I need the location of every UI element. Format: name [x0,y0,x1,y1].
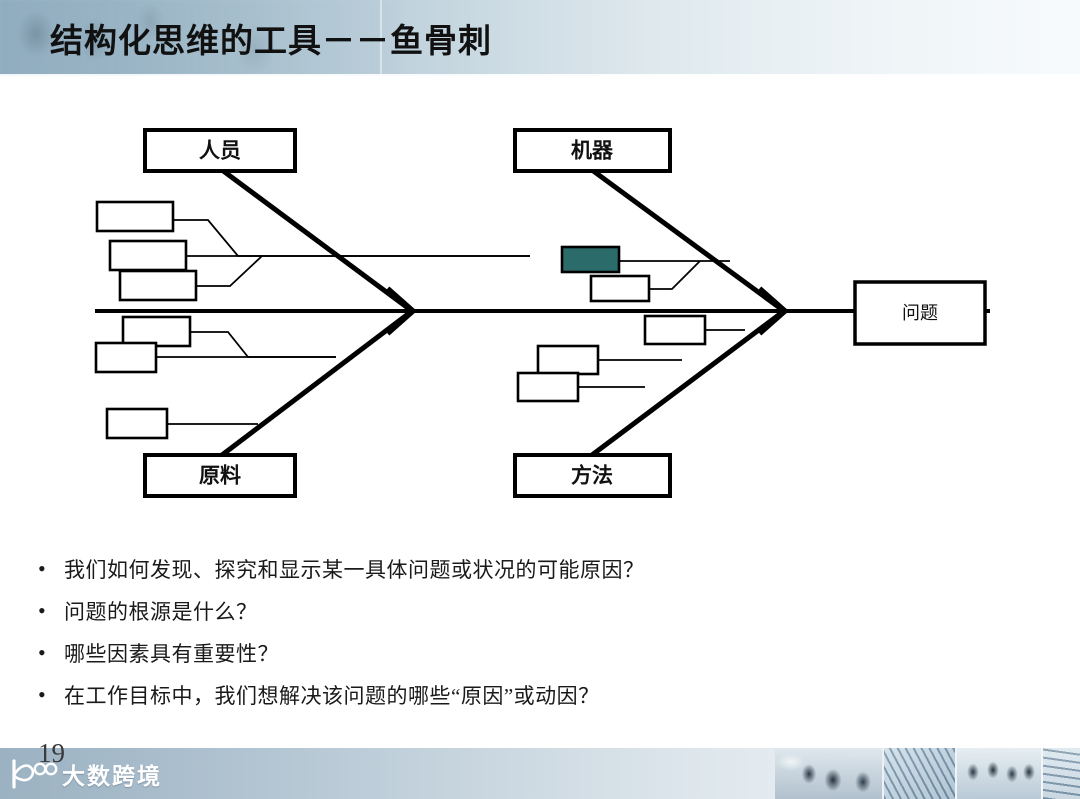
cause-box-material-3[interactable] [105,407,169,440]
fishbone-svg: 人员 机器 [94,128,990,498]
category-label-method: 方法 [571,464,613,488]
header-underline [0,74,1080,76]
fishbone-spine [95,286,990,336]
rib-machine [590,167,786,314]
rib-method [590,309,786,457]
footer-photo-building [883,748,955,799]
category-method[interactable]: 方法 [513,453,672,498]
footer-photo-conference [956,748,1042,799]
category-box-method[interactable] [513,453,672,498]
category-label-material: 原料 [199,465,241,488]
problem-head[interactable]: 问题 [853,280,987,346]
cause-box-material-1[interactable] [121,315,192,348]
cause-box-personnel-3[interactable] [118,269,198,302]
category-personnel[interactable]: 人员 [143,128,297,173]
cause-box-method-1[interactable] [643,314,707,346]
category-label-machine: 机器 [571,139,614,163]
category-label-personnel: 人员 [199,140,241,163]
bullet-text: 哪些因素具有重要性？ [64,642,279,666]
cause-box-personnel-1[interactable] [95,200,175,233]
bullet-marker-icon: • [38,598,46,623]
slide-footer [0,748,1080,799]
list-item: • 在工作目标中，我们想解决该问题的哪些“原因”或动因？ [38,674,998,716]
category-box-personnel[interactable] [143,128,297,173]
fishbone-diagram: 人员 机器 [0,76,1080,716]
twig-material-1 [190,331,336,358]
list-item: • 问题的根源是什么？ [38,590,998,632]
bullet-marker-icon: • [38,556,46,581]
bullet-text: 在工作目标中，我们想解决该问题的哪些“原因”或动因？ [64,684,600,708]
category-material[interactable]: 原料 [143,453,297,498]
bullet-marker-icon: • [38,640,46,665]
list-item: • 哪些因素具有重要性？ [38,632,998,674]
logo-mark-icon [8,757,66,791]
cause-box-method-3[interactable] [516,371,580,403]
cause-box-machine-2[interactable] [589,274,651,303]
cause-box-personnel-2[interactable] [108,239,188,272]
twig-personnel-3 [190,255,263,287]
bullet-text: 我们如何发现、探究和显示某一具体问题或状况的可能原因？ [64,558,645,582]
method-causes [516,314,745,403]
category-box-material[interactable] [143,453,297,498]
material-causes [94,315,336,440]
rib-material [220,309,414,457]
category-box-machine[interactable] [513,128,672,173]
list-item: • 我们如何发现、探究和显示某一具体问题或状况的可能原因？ [38,548,998,590]
slide-header: 结构化思维的工具－－鱼骨刺 [0,0,1080,76]
footer-photo-strip [775,748,1080,799]
rib-personnel [220,167,414,314]
cause-box-machine-1[interactable] [560,245,621,274]
page-title: 结构化思维的工具－－鱼骨刺 [50,24,492,60]
personnel-causes [95,200,530,302]
cause-box-material-2[interactable] [94,341,158,374]
machine-causes [560,245,730,303]
problem-box[interactable] [853,280,987,346]
twig-personnel-1 [170,219,530,257]
twig-machine-2 [649,260,701,290]
problem-label: 问题 [902,303,938,323]
brand-logo[interactable]: 大数跨境 [8,756,162,792]
header-background-photo [0,0,400,76]
footer-photo-stairs [1043,748,1080,799]
header-photo-seam [380,0,382,76]
category-machine[interactable]: 机器 [513,128,672,173]
bullet-text: 问题的根源是什么？ [64,600,258,624]
footer-photo-meeting [775,748,882,799]
bullet-marker-icon: • [38,682,46,707]
logo-text: 大数跨境 [62,763,162,789]
fishbone-ribs [220,167,786,457]
cause-box-method-2[interactable] [536,344,600,376]
